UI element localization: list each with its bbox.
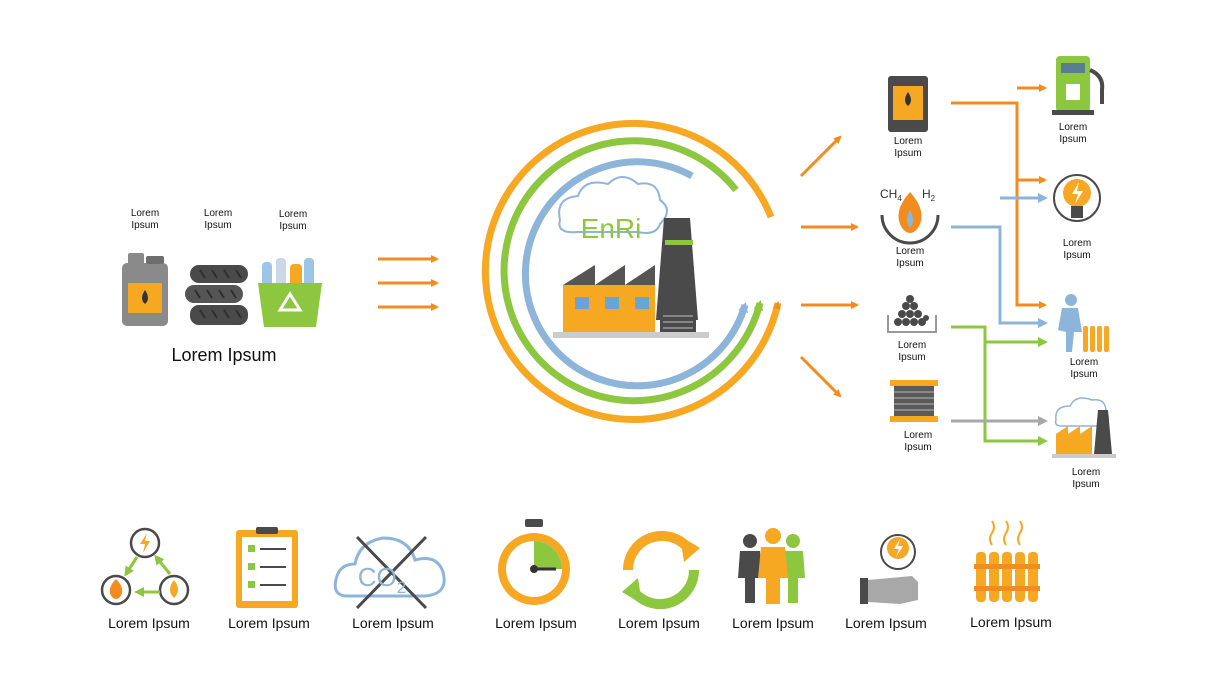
benefit-label-stopwatch: Lorem Ipsum [495, 615, 577, 631]
refresh-cycle-icon [622, 530, 700, 610]
benefit-label-people: Lorem Ipsum [732, 615, 814, 631]
inputs-caption: Lorem Ipsum [171, 345, 277, 365]
benefit-label-radiator: Lorem Ipsum [970, 614, 1052, 630]
community-people-icon [738, 528, 805, 604]
tires-stack-icon [185, 265, 248, 325]
benefit-label-energy-cycle: Lorem Ipsum [108, 615, 190, 631]
industry-factory-icon [1052, 397, 1116, 458]
plastic-recycle-bin-icon [258, 258, 322, 327]
energy-cycle-icon [100, 527, 190, 606]
factory-cloud-text: EnRi [581, 213, 642, 244]
benefit-label-hand-bulb: Lorem Ipsum [845, 615, 927, 631]
benefit-label-cycle: Lorem Ipsum [618, 615, 700, 631]
hydrogen-label: H2 [922, 187, 936, 203]
recycling-cycle-arrows [481, 120, 782, 423]
benefit-label-no-co2: Lorem Ipsum [352, 615, 434, 631]
steel-wire-coil-icon [890, 380, 938, 422]
input-arrows [378, 255, 439, 311]
gas-flame-icon [880, 192, 940, 245]
co2-text: CO2 [358, 562, 406, 597]
output-arrows [799, 135, 859, 398]
carbon-black-icon [887, 295, 937, 333]
hand-bulb-icon [860, 534, 918, 604]
fuel-pump-icon [1052, 56, 1105, 115]
enri-factory-icon [553, 176, 709, 338]
oil-barrel-icon [888, 76, 928, 132]
oil-canister-icon [122, 253, 168, 326]
checklist-clipboard-icon [236, 527, 298, 608]
stopwatch-icon [498, 519, 570, 605]
connector-lines [951, 84, 1048, 446]
worker-heating-icon [1058, 294, 1109, 352]
benefit-label-checklist: Lorem Ipsum [228, 615, 310, 631]
radiator-heat-icon [974, 520, 1040, 602]
no-co2-cloud-icon [333, 535, 446, 610]
light-bulb-icon [1053, 174, 1101, 222]
methane-label: CH4 [880, 187, 902, 203]
